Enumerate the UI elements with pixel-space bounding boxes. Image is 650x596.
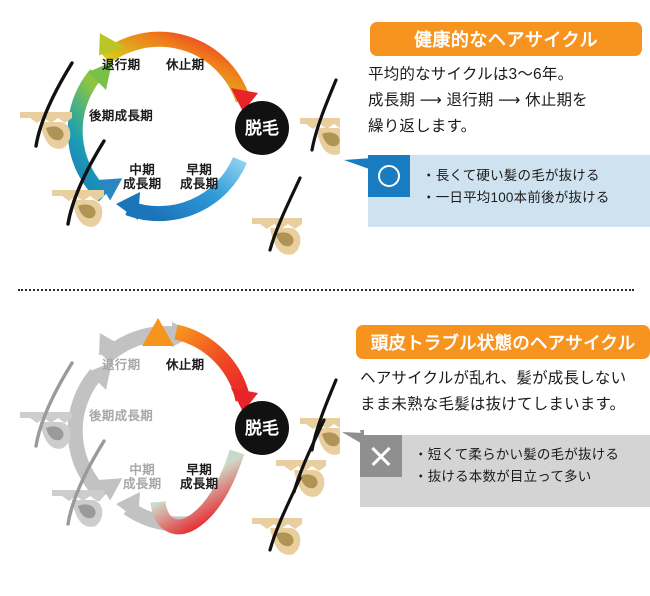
follicle-icon-right-upper bbox=[300, 78, 340, 155]
arc-top-healthy bbox=[99, 31, 258, 112]
banner-healthy-title: 健康的なヘアサイクル bbox=[370, 22, 642, 56]
follicle-icon-right-upper-trouble bbox=[300, 378, 340, 455]
body-text-healthy: 平均的なサイクルは3〜6年。 成長期 ⟶ 退行期 ⟶ 休止期を 繰り返します。 bbox=[368, 66, 588, 135]
phase-label-early-anagen-trouble: 早期 成長期 bbox=[180, 463, 219, 491]
follicle-icon-upper-left-dim bbox=[20, 361, 74, 449]
callout-list-trouble: ・短くて柔らかい髪の毛が抜ける ・抜ける本数が目立って多い bbox=[414, 447, 620, 484]
phase-label-late-anagen-trouble: 後期成長期 bbox=[89, 409, 154, 423]
phase-label-telogen-trouble: 休止期 bbox=[166, 358, 205, 372]
phase-label-mid-anagen-trouble: 中期 成長期 bbox=[123, 463, 162, 491]
phase-label-late-anagen-healthy: 後期成長期 bbox=[89, 109, 154, 123]
arc-bottom-healthy bbox=[116, 156, 247, 222]
banner-trouble-title: 頭皮トラブル状態のヘアサイクル bbox=[356, 325, 650, 359]
panel-trouble: 頭皮トラブル状態のヘアサイクル ヘアサイクルが乱れ、髪が成長しない まま未熟な毛… bbox=[342, 300, 650, 590]
shed-label-healthy: 脱毛 bbox=[235, 101, 289, 155]
body-text-trouble: ヘアサイクルが乱れ、髪が成長しない まま未熟な毛髪は抜けてしまいます。 bbox=[360, 370, 627, 413]
follicle-icon-upper-left bbox=[20, 61, 74, 149]
healthy-ring-svg bbox=[20, 31, 340, 255]
callout-trouble: ・短くて柔らかい髪の毛が抜ける ・抜ける本数が目立って多い bbox=[360, 435, 650, 507]
phase-label-telogen-healthy: 休止期 bbox=[166, 58, 205, 72]
phase-label-catagen-trouble: 退行期 bbox=[102, 358, 141, 372]
section-divider bbox=[18, 289, 634, 291]
diagram-trouble-cycle: 脱毛 休止期 退行期 後期成長期 中期 成長期 早期 成長期 bbox=[0, 300, 340, 590]
callout-pointer-healthy bbox=[344, 155, 372, 170]
follicle-icon-right-mid-trouble bbox=[276, 418, 326, 497]
circle-ok-icon bbox=[368, 155, 410, 197]
follicle-icon-lower-left bbox=[52, 139, 106, 227]
x-glyph bbox=[369, 444, 393, 468]
follicle-icon-right-lower bbox=[252, 176, 302, 255]
trouble-ring-svg bbox=[20, 318, 340, 555]
phase-label-early-anagen-healthy: 早期 成長期 bbox=[180, 163, 219, 191]
callout-healthy: ・長くて硬い髪の毛が抜ける ・一日平均100本前後が抜ける bbox=[368, 155, 650, 227]
section-healthy-cycle: 脱毛 休止期 退行期 後期成長期 中期 成長期 早期 成長期 健康的なヘアサイク… bbox=[0, 0, 650, 290]
circle-glyph bbox=[378, 165, 400, 187]
follicle-icon-right-lower-trouble bbox=[252, 476, 302, 555]
callout-list-healthy: ・長くて硬い髪の毛が抜ける ・一日平均100本前後が抜ける bbox=[422, 168, 610, 205]
arc-u-shortcut-trouble bbox=[142, 318, 245, 535]
arc-top-trouble bbox=[174, 324, 258, 412]
shed-label-trouble: 脱毛 bbox=[235, 401, 289, 455]
arc-left-healthy bbox=[67, 62, 123, 202]
panel-healthy: 健康的なヘアサイクル 平均的なサイクルは3〜6年。 成長期 ⟶ 退行期 ⟶ 休止… bbox=[342, 0, 650, 290]
phase-label-mid-anagen-healthy: 中期 成長期 bbox=[123, 163, 162, 191]
phase-label-catagen-healthy: 退行期 bbox=[102, 58, 141, 72]
cross-ng-icon bbox=[360, 435, 402, 477]
diagram-healthy-cycle: 脱毛 休止期 退行期 後期成長期 中期 成長期 早期 成長期 bbox=[0, 0, 340, 290]
follicle-icon-lower-left-dim bbox=[52, 439, 106, 527]
arc-left-gray bbox=[67, 362, 123, 502]
section-trouble-cycle: 脱毛 休止期 退行期 後期成長期 中期 成長期 早期 成長期 頭皮トラブル状態の… bbox=[0, 300, 650, 590]
